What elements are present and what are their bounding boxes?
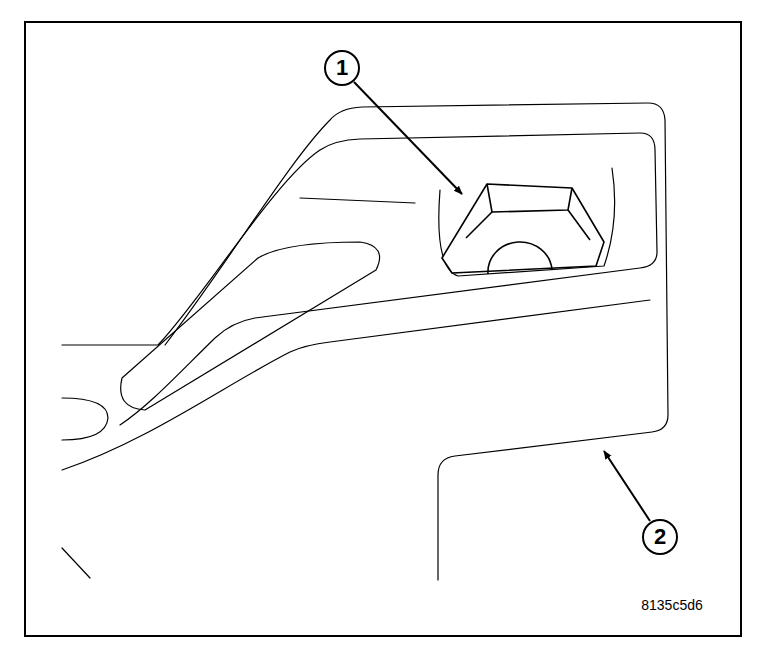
callout-circle <box>325 51 359 85</box>
frame-border <box>25 22 741 636</box>
callout-circle <box>643 520 677 554</box>
callout-number: 2 <box>654 524 666 550</box>
figure-code: 8135c5d6 <box>641 597 703 613</box>
callout-bubbles <box>325 51 677 554</box>
leader-arrow <box>604 451 650 521</box>
bracket-drawing <box>62 103 668 580</box>
callout-number: 1 <box>336 55 348 81</box>
nut <box>442 184 604 274</box>
leader-arrow <box>354 82 462 194</box>
